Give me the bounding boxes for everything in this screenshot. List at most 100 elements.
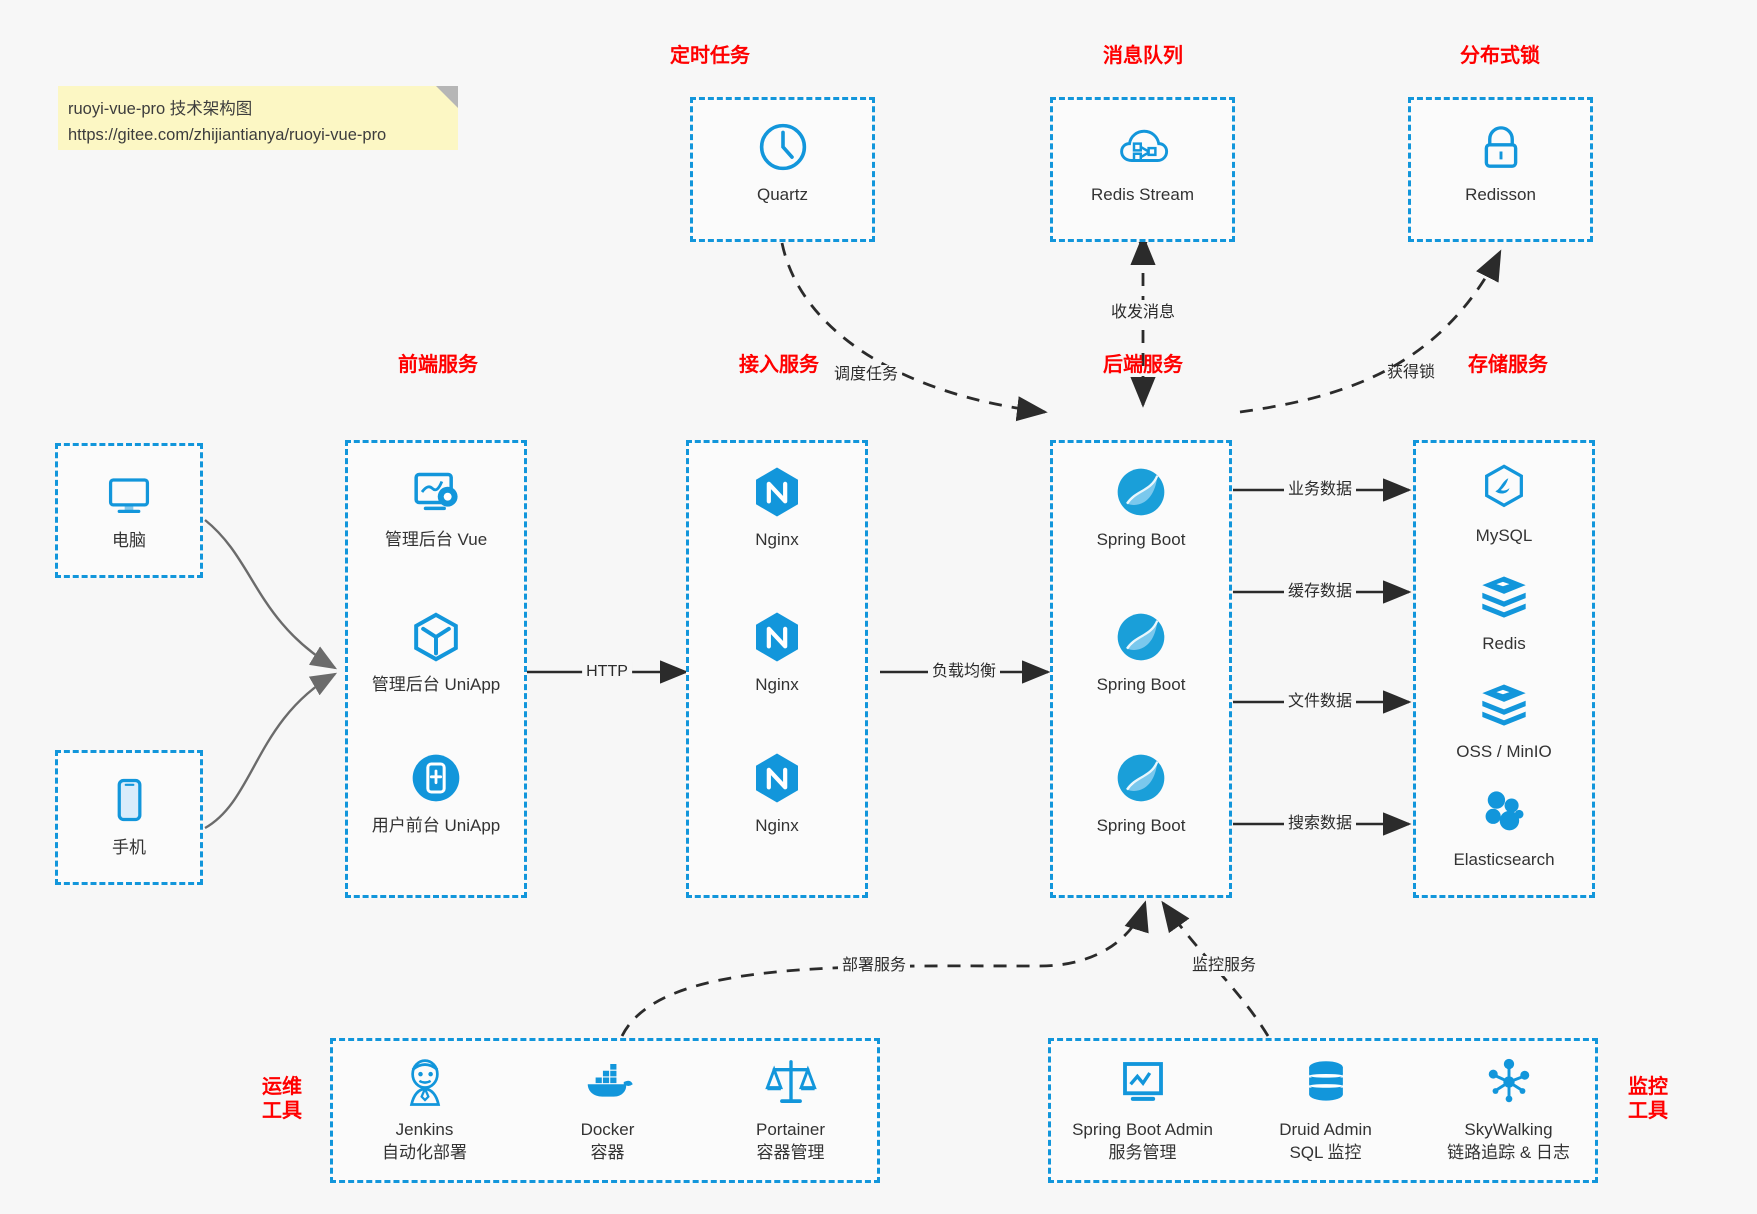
edge-label-file-data: 文件数据 — [1283, 692, 1357, 712]
node-spring-boot-3[interactable]: Spring Boot — [1053, 749, 1229, 837]
database-icon — [1234, 1053, 1417, 1111]
monitor-screen-icon — [1051, 1053, 1234, 1111]
edge-label-cache-data: 缓存数据 — [1283, 582, 1357, 602]
group-box-monitor: Spring Boot Admin 服务管理 Druid Admin SQL 监… — [1048, 1038, 1598, 1183]
group-box-storage: MySQL Redis OSS — [1413, 440, 1595, 898]
node-desktop[interactable]: 电脑 — [58, 464, 200, 552]
node-label: Elasticsearch — [1453, 850, 1555, 869]
node-mysql[interactable]: MySQL — [1416, 459, 1592, 547]
group-box-message-queue: Redis Stream — [1050, 97, 1235, 242]
node-label: Redis — [1482, 634, 1526, 653]
node-redis[interactable]: Redis — [1416, 567, 1592, 655]
node-sublabel: SQL 监控 — [1289, 1143, 1362, 1162]
edge-label-http: HTTP — [582, 662, 632, 682]
clock-icon — [693, 118, 872, 176]
edge-label-business-data: 业务数据 — [1283, 480, 1357, 500]
node-admin-vue[interactable]: 管理后台 Vue — [348, 463, 524, 551]
node-oss-minio[interactable]: OSS / MinIO — [1416, 675, 1592, 763]
node-label: 手机 — [112, 838, 146, 857]
node-portainer[interactable]: Portainer 容器管理 — [699, 1053, 882, 1165]
node-spring-boot-admin[interactable]: Spring Boot Admin 服务管理 — [1051, 1053, 1234, 1165]
phone-app-icon — [348, 749, 524, 807]
group-title-backend: 后端服务 — [1103, 354, 1183, 376]
node-sublabel: 容器管理 — [756, 1143, 825, 1162]
nginx-icon — [689, 608, 865, 666]
edge-label-schedule-task: 调度任务 — [829, 365, 903, 385]
node-quartz[interactable]: Quartz — [693, 118, 872, 206]
edge-label-deploy-service: 部署服务 — [837, 956, 911, 976]
group-box-backend: Spring Boot Spring Boot Spring Boot — [1050, 440, 1232, 898]
node-spring-boot-2[interactable]: Spring Boot — [1053, 608, 1229, 696]
group-title-distributed-lock: 分布式锁 — [1460, 45, 1540, 67]
node-label: 管理后台 UniApp — [371, 675, 501, 694]
group-box-devops: Jenkins 自动化部署 Docker 容器 — [330, 1038, 880, 1183]
node-label: OSS / MinIO — [1456, 742, 1552, 761]
spring-boot-icon — [1053, 608, 1229, 666]
jenkins-icon — [333, 1053, 516, 1111]
edge-label-acquire-lock: 获得锁 — [1386, 364, 1436, 381]
group-title-devops: 运维 工具 — [252, 1075, 312, 1123]
node-mobile[interactable]: 手机 — [58, 771, 200, 859]
group-title-monitor: 监控 工具 — [1618, 1075, 1678, 1123]
node-skywalking[interactable]: SkyWalking 链路追踪 & 日志 — [1417, 1053, 1600, 1165]
node-label: Redis Stream — [1091, 185, 1194, 204]
node-nginx-3[interactable]: Nginx — [689, 749, 865, 837]
node-label: Nginx — [755, 816, 799, 835]
group-box-client-desktop: 电脑 — [55, 443, 203, 578]
node-admin-uniapp[interactable]: 管理后台 UniApp — [348, 608, 524, 696]
elasticsearch-icon — [1416, 783, 1592, 841]
group-box-scheduled-task: Quartz — [690, 97, 875, 242]
node-jenkins[interactable]: Jenkins 自动化部署 — [333, 1053, 516, 1165]
group-box-client-mobile: 手机 — [55, 750, 203, 885]
group-box-frontend: 管理后台 Vue 管理后台 UniApp 用户前台 UniApp — [345, 440, 527, 898]
group-title-frontend: 前端服务 — [398, 354, 478, 376]
nginx-icon — [689, 463, 865, 521]
node-label: Quartz — [756, 185, 809, 204]
cube-icon — [348, 608, 524, 666]
group-title-message-queue: 消息队列 — [1103, 45, 1183, 67]
node-nginx-2[interactable]: Nginx — [689, 608, 865, 696]
node-nginx-1[interactable]: Nginx — [689, 463, 865, 551]
node-redisson[interactable]: Redisson — [1411, 118, 1590, 206]
group-title-gateway: 接入服务 — [739, 354, 819, 376]
node-label: Nginx — [755, 530, 799, 549]
note-line-2: https://gitee.com/zhijiantianya/ruoyi-vu… — [68, 126, 387, 144]
node-label: Nginx — [755, 675, 799, 694]
node-user-uniapp[interactable]: 用户前台 UniApp — [348, 749, 524, 837]
edge-label-send-receive-message: 收发消息 — [1106, 303, 1180, 323]
node-druid-admin[interactable]: Druid Admin SQL 监控 — [1234, 1053, 1417, 1165]
note-fold-icon — [436, 86, 458, 108]
node-label: Redisson — [1465, 185, 1536, 204]
node-label: Spring Boot — [1096, 816, 1186, 835]
node-redis-stream[interactable]: Redis Stream — [1053, 118, 1232, 206]
node-elasticsearch[interactable]: Elasticsearch — [1416, 783, 1592, 871]
group-title-devops-line1: 运维 — [262, 1076, 302, 1098]
node-label: 管理后台 Vue — [384, 530, 488, 549]
nginx-icon — [689, 749, 865, 807]
portainer-icon — [699, 1053, 882, 1111]
node-spring-boot-1[interactable]: Spring Boot — [1053, 463, 1229, 551]
desktop-icon — [58, 464, 200, 522]
group-title-monitor-line2: 工具 — [1628, 1100, 1668, 1122]
group-title-devops-line2: 工具 — [262, 1100, 302, 1122]
group-title-storage: 存储服务 — [1468, 354, 1548, 376]
mobile-icon — [58, 771, 200, 829]
skywalking-icon — [1417, 1053, 1600, 1111]
group-title-scheduled-task: 定时任务 — [670, 45, 750, 67]
group-title-monitor-line1: 监控 — [1628, 1076, 1668, 1098]
node-label: Spring Boot Admin — [1072, 1120, 1213, 1139]
node-sublabel: 容器 — [590, 1143, 625, 1162]
node-label: SkyWalking — [1464, 1120, 1553, 1139]
group-box-distributed-lock: Redisson — [1408, 97, 1593, 242]
node-label: Jenkins — [395, 1120, 454, 1139]
mysql-icon — [1416, 459, 1592, 517]
edge-label-load-balance: 负载均衡 — [927, 662, 1001, 682]
node-docker[interactable]: Docker 容器 — [516, 1053, 699, 1165]
node-label: MySQL — [1475, 526, 1533, 545]
dashboard-settings-icon — [348, 463, 524, 521]
node-label: Portainer — [756, 1120, 825, 1139]
node-label: Docker — [580, 1120, 635, 1139]
note-line-1: ruoyi-vue-pro 技术架构图 — [68, 100, 253, 118]
spring-boot-icon — [1053, 463, 1229, 521]
